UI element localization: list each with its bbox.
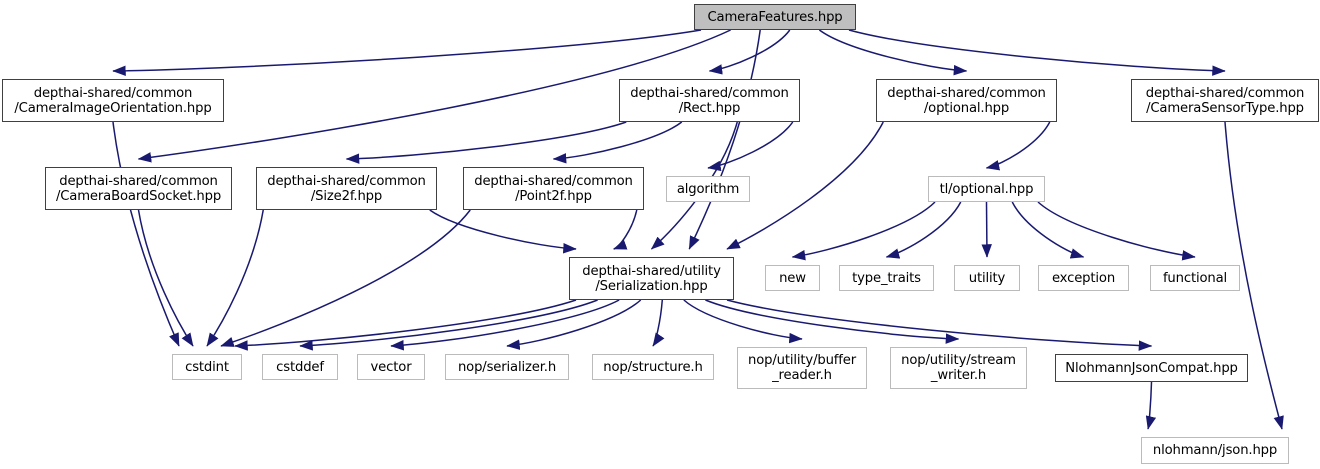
graph-node-serialization[interactable]: depthai-shared/utility /Serialization.hp… <box>569 257 734 300</box>
graph-node-camerafeatures[interactable]: CameraFeatures.hpp <box>694 4 856 30</box>
graph-node-nopstreamwriter[interactable]: nop/utility/stream _writer.h <box>890 347 1027 389</box>
edge-camerafeatures-to-rect <box>708 29 791 75</box>
edge-serialization-to-nopbufferreader <box>683 299 803 344</box>
edge-serialization-to-nopstreamwriter <box>705 299 960 344</box>
graph-node-size2f[interactable]: depthai-shared/common /Size2f.hpp <box>256 167 437 210</box>
edge-serialization-to-nopstructure <box>652 299 665 347</box>
graph-node-tloptional[interactable]: tl/optional.hpp <box>928 176 1045 202</box>
edge-optional-to-tloptional <box>985 121 1051 171</box>
edge-tloptional-to-exception <box>1011 201 1085 259</box>
edge-serialization-to-nlohmannjsoncompat <box>726 299 1153 351</box>
graph-node-cameraboardsocket[interactable]: depthai-shared/common /CameraBoardSocket… <box>45 167 232 210</box>
graph-node-optional[interactable]: depthai-shared/common /optional.hpp <box>876 79 1057 122</box>
edge-serialization-to-nopserializer <box>506 299 642 350</box>
edge-size2f-to-cstdint <box>206 209 264 347</box>
edge-size2f-to-serialization <box>429 209 577 254</box>
graph-node-type_traits[interactable]: type_traits <box>839 265 934 291</box>
graph-node-cstdint[interactable]: cstdint <box>172 354 242 380</box>
graph-node-nlohmannjsoncompat[interactable]: NlohmannJsonCompat.hpp <box>1055 354 1248 382</box>
edge-tloptional-to-new <box>791 201 936 261</box>
edge-point2f-to-cstdint <box>220 209 471 347</box>
edge-rect-to-size2f <box>345 121 627 164</box>
graph-node-vector[interactable]: vector <box>357 354 425 380</box>
edge-serialization-to-vector <box>390 299 620 351</box>
graph-node-utility[interactable]: utility <box>954 265 1020 291</box>
edge-serialization-to-cstddef <box>299 299 598 351</box>
graph-node-nlohmannjson[interactable]: nlohmann/json.hpp <box>1141 437 1289 464</box>
edge-serialization-to-cstdint <box>234 299 577 351</box>
edge-tloptional-to-type_traits <box>885 201 962 259</box>
edge-camerafeatures-to-optional <box>818 29 968 76</box>
edge-camerafeatures-to-serialization <box>688 29 761 250</box>
graph-node-camerasensortype[interactable]: depthai-shared/common /CameraSensorType.… <box>1131 79 1319 122</box>
graph-node-nopbufferreader[interactable]: nop/utility/buffer _reader.h <box>737 347 867 389</box>
graph-node-functional[interactable]: functional <box>1150 265 1240 291</box>
edge-rect-to-algorithm <box>707 121 794 172</box>
graph-node-rect[interactable]: depthai-shared/common /Rect.hpp <box>619 79 800 122</box>
graph-node-exception[interactable]: exception <box>1038 265 1129 291</box>
edge-tloptional-to-functional <box>1037 201 1196 261</box>
graph-node-cameraimageorientation[interactable]: depthai-shared/common /CameraImageOrient… <box>2 79 224 122</box>
graph-node-nopstructure[interactable]: nop/structure.h <box>592 354 714 380</box>
edge-optional-to-serialization <box>726 121 884 250</box>
graph-node-point2f[interactable]: depthai-shared/common /Point2f.hpp <box>463 167 644 210</box>
edge-camerafeatures-to-camerasensortype <box>848 29 1226 76</box>
edge-nlohmannjsoncompat-to-nlohmannjson <box>1145 381 1157 430</box>
edge-tloptional-to-utility <box>981 201 992 258</box>
graph-node-nopserializer[interactable]: nop/serializer.h <box>445 354 569 380</box>
graph-node-new[interactable]: new <box>765 265 820 291</box>
edge-rect-to-point2f <box>552 121 683 164</box>
edge-cameraboardsocket-to-cstdint <box>137 209 194 347</box>
graph-node-cstddef[interactable]: cstddef <box>262 354 338 380</box>
edge-point2f-to-serialization <box>613 209 638 250</box>
edge-camerafeatures-to-cameraimageorientation <box>112 29 702 77</box>
edge-cameraimageorientation-to-cstdint <box>112 121 180 347</box>
graph-node-algorithm[interactable]: algorithm <box>666 176 750 202</box>
